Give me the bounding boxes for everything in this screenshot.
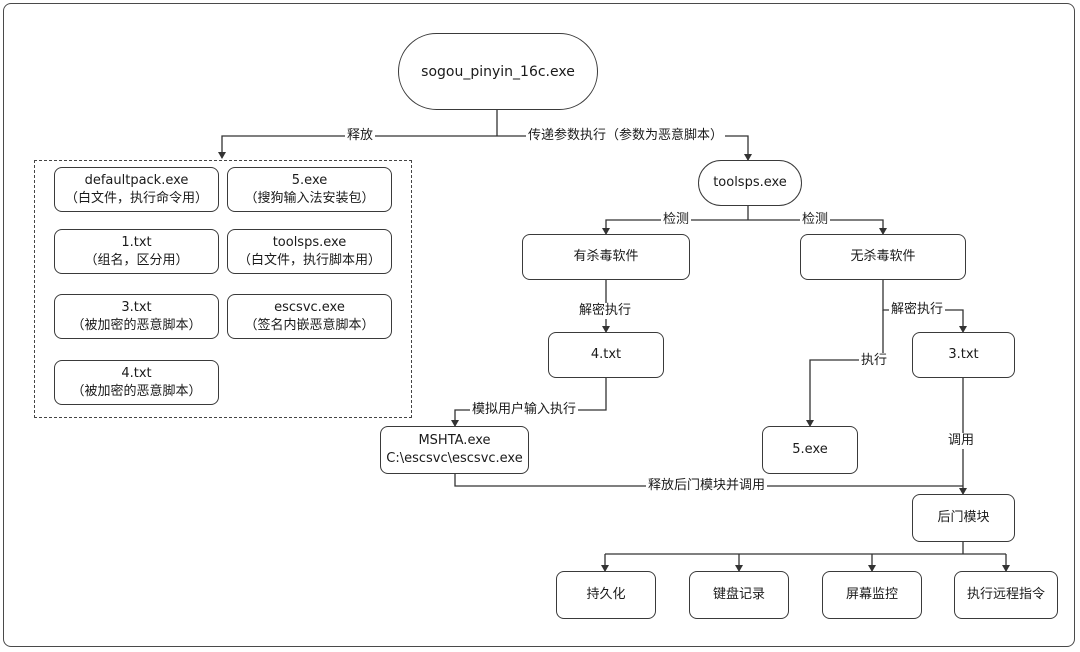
file-desc: （搜狗输入法安装包） <box>244 190 375 206</box>
exe5-node: 5.exe <box>762 426 858 474</box>
file-name: escsvc.exe <box>274 299 345 315</box>
toolsps-node: toolsps.exe <box>698 160 802 206</box>
av-present-node: 有杀毒软件 <box>522 234 690 280</box>
capability-persistence: 持久化 <box>556 571 656 619</box>
file-name: 4.txt <box>121 365 152 381</box>
label-decrypt-right: 解密执行 <box>889 302 946 318</box>
file-4txt: 4.txt （被加密的恶意脚本） <box>54 360 219 405</box>
av-absent-node: 无杀毒软件 <box>800 234 966 280</box>
capability-label: 屏幕监控 <box>845 587 898 602</box>
av-present-label: 有杀毒软件 <box>573 249 639 264</box>
capability-keylogging: 键盘记录 <box>689 571 789 619</box>
backdoor-label: 后门模块 <box>937 510 990 525</box>
label-release: 释放 <box>345 128 376 144</box>
mshta-node: MSHTA.exe C:\escsvc\escsvc.exe <box>380 426 529 474</box>
capability-label: 执行远程指令 <box>966 587 1045 602</box>
capability-screen-monitor: 屏幕监控 <box>822 571 922 619</box>
file-name: 1.txt <box>121 234 152 250</box>
txt3-label: 3.txt <box>948 347 979 362</box>
capability-label: 持久化 <box>586 587 626 602</box>
capability-remote-exec: 执行远程指令 <box>954 571 1058 619</box>
label-invoke: 调用 <box>946 433 977 449</box>
released-files-group <box>34 160 412 418</box>
file-toolsps: toolsps.exe （白文件，执行脚本用） <box>227 229 392 274</box>
file-escsvc: escsvc.exe （签名内嵌恶意脚本） <box>227 294 392 339</box>
label-pass-params: 传递参数执行（参数为恶意脚本） <box>526 128 726 144</box>
file-desc: （被加密的恶意脚本） <box>71 317 202 333</box>
av-absent-label: 无杀毒软件 <box>850 249 916 264</box>
file-name: toolsps.exe <box>272 234 347 250</box>
exe5-label: 5.exe <box>792 442 828 457</box>
edge-detect-right <box>748 219 887 235</box>
root-label: sogou_pinyin_16c.exe <box>421 63 575 80</box>
root-node: sogou_pinyin_16c.exe <box>398 33 598 110</box>
file-name: 3.txt <box>121 299 152 315</box>
file-defaultpack: defaultpack.exe （白文件，执行命令用） <box>54 167 219 212</box>
file-desc: （签名内嵌恶意脚本） <box>244 317 375 333</box>
edge-release-backdoor <box>454 474 963 487</box>
toolsps-label: toolsps.exe <box>713 175 787 190</box>
mshta-label: MSHTA.exe <box>418 433 491 448</box>
label-simulate: 模拟用户输入执行 <box>470 402 579 418</box>
file-name: defaultpack.exe <box>84 172 189 188</box>
edge-detect-left <box>602 219 748 235</box>
txt4-node: 4.txt <box>548 332 664 378</box>
edge-release <box>218 135 497 159</box>
file-desc: （白文件，执行命令用） <box>64 190 208 206</box>
file-5exe: 5.exe （搜狗输入法安装包） <box>227 167 392 212</box>
label-execute: 执行 <box>859 353 890 369</box>
label-detect-right: 检测 <box>800 212 831 228</box>
backdoor-node: 后门模块 <box>912 494 1015 542</box>
edge-execute <box>806 310 884 427</box>
file-1txt: 1.txt （组名，区分用） <box>54 229 219 274</box>
label-detect-left: 检测 <box>661 212 692 228</box>
file-desc: （组名，区分用） <box>84 252 189 268</box>
txt4-label: 4.txt <box>590 347 622 362</box>
label-decrypt-left: 解密执行 <box>577 303 634 319</box>
txt3-node: 3.txt <box>912 332 1015 378</box>
file-3txt: 3.txt （被加密的恶意脚本） <box>54 294 219 339</box>
capability-label: 键盘记录 <box>712 587 765 602</box>
file-desc: （被加密的恶意脚本） <box>71 383 202 399</box>
outer-frame <box>3 3 1075 647</box>
file-name: 5.exe <box>291 172 328 188</box>
file-desc: （白文件，执行脚本用） <box>237 252 381 268</box>
mshta-path: C:\escsvc\escsvc.exe <box>386 451 523 466</box>
label-release-backdoor: 释放后门模块并调用 <box>646 478 768 494</box>
